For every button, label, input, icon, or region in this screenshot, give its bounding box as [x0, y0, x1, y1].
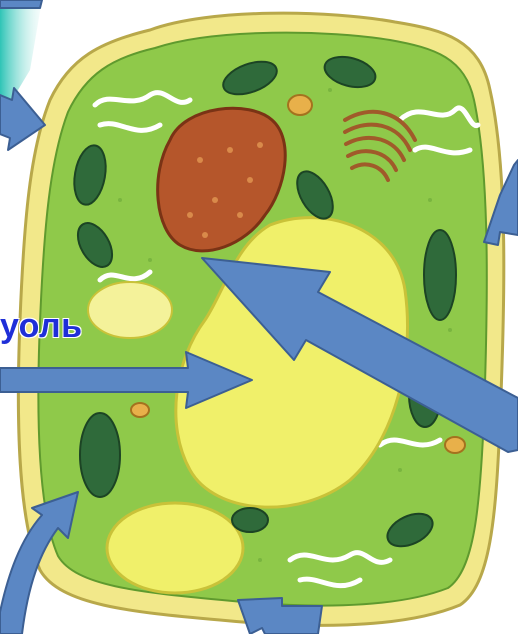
label-box-corner [0, 0, 42, 8]
small-vacuole [107, 503, 243, 593]
vacuole-label: уоль [0, 306, 82, 346]
small-vacuole-left [88, 282, 172, 338]
slide-edge [0, 0, 42, 110]
